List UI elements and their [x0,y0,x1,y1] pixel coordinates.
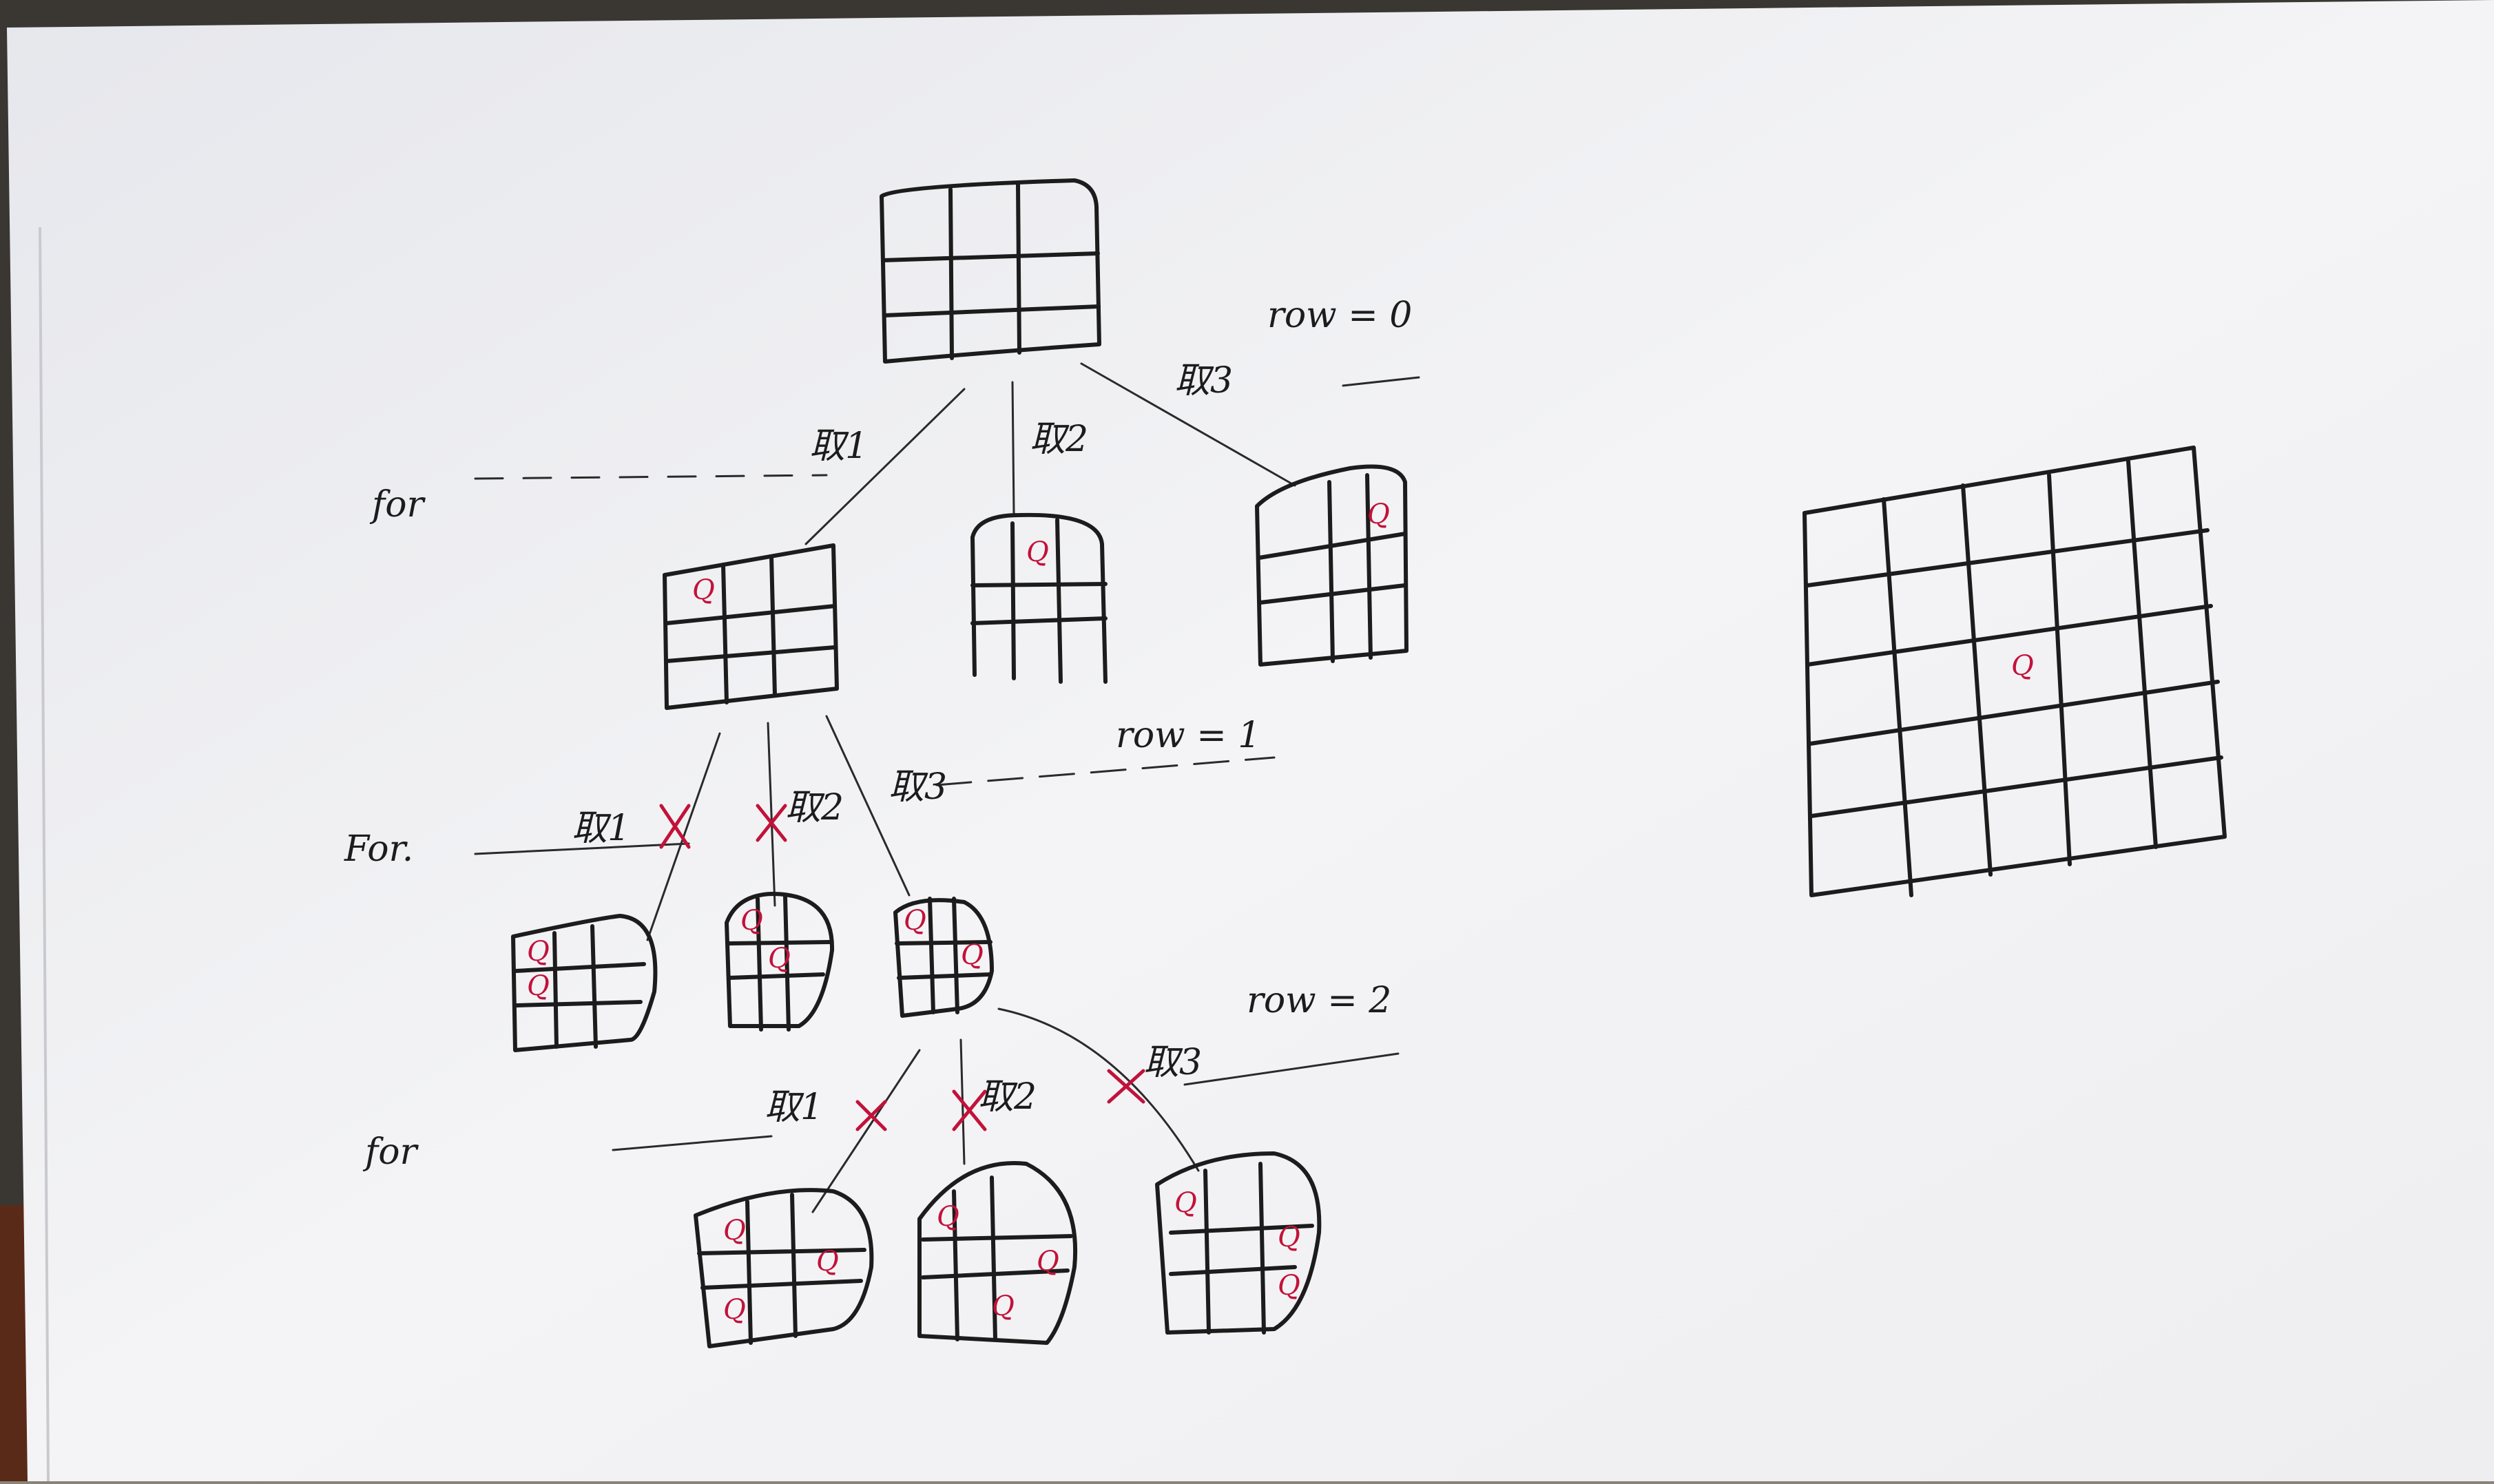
level1-board-3: Q [1255,464,1409,667]
queen-mark: Q [740,905,763,937]
for-label-row2: for [362,1131,419,1173]
queen-mark: Q [1037,1246,1059,1277]
choice-label-2: 取2 [978,1076,1037,1118]
queen-mark: Q [527,936,550,968]
queen-mark: Q [2011,650,2034,682]
choice-label-1: 取1 [765,1087,823,1128]
queen-mark: Q [768,943,791,974]
queen-mark: Q [692,574,715,606]
queen-mark: Q [1367,499,1390,530]
level3-board-3: Q Q Q [1155,1151,1322,1335]
choice-label-1: 取1 [572,808,630,849]
level2-board-1: Q Q [511,914,658,1052]
level2-board-2: Q Q [725,892,835,1032]
queen-mark: Q [992,1290,1015,1322]
choice-label-2: 取2 [785,787,844,828]
level2-board-3: Q Q [893,897,994,1018]
queen-mark: Q [937,1201,959,1233]
for-label-row0: for [369,484,426,525]
branches-row1 [474,715,1276,941]
for-label-row1: For. [344,828,413,870]
queen-mark: Q [723,1215,746,1246]
queen-mark: Q [723,1294,746,1326]
level1-board-1: Q [663,543,839,710]
branches-row0 [474,362,1420,545]
level3-board-2: Q Q Q [917,1161,1078,1345]
queen-mark: Q [904,905,926,937]
row-label-2: row = 2 [1247,980,1391,1021]
queen-mark: Q [1278,1222,1300,1253]
queen-mark: Q [1174,1187,1197,1219]
paper [7,0,2494,1481]
choice-label-3: 取3 [1143,1042,1202,1083]
queen-mark: Q [1026,536,1049,568]
paper-crease [39,227,50,1482]
row-label-1: row = 1 [1116,715,1260,756]
choice-label-1: 取1 [809,426,868,467]
branches-row2 [612,1007,1400,1213]
level3-board-1: Q Q Q [694,1188,874,1348]
level1-board-2: Q [970,512,1108,684]
queen-mark: Q [816,1246,839,1277]
row-label-0: row = 0 [1267,295,1412,336]
choice-label-3: 取3 [1174,360,1233,401]
choice-label-2: 取2 [1030,419,1088,460]
large-5x5-board: Q [1802,446,2227,897]
queen-mark: Q [527,970,550,1002]
choice-label-3: 取3 [889,766,947,808]
queen-mark: Q [961,939,984,971]
queen-mark: Q [1278,1270,1300,1302]
root-board [880,178,1101,364]
